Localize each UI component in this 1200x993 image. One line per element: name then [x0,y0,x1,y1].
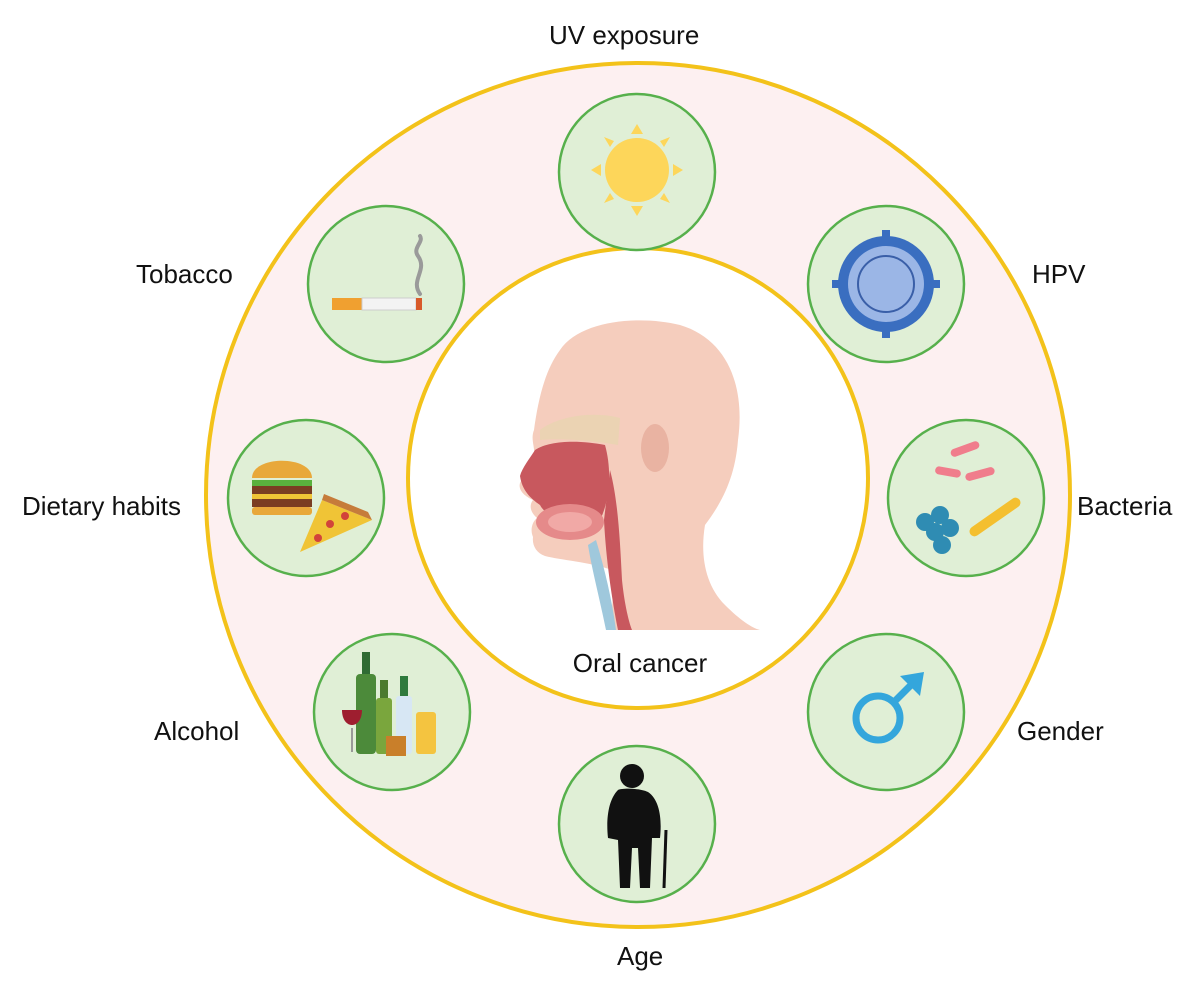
factor-circle-uv [557,92,717,252]
elderly-person-icon [607,764,668,889]
virus-icon [832,230,940,338]
factor-circle-tobacco [306,204,466,364]
label-uv-exposure: UV exposure [549,20,700,50]
label-gender: Gender [1017,716,1104,746]
burger-pizza-icon [252,460,372,552]
label-bacteria: Bacteria [1077,491,1173,521]
factor-circle-gender [806,632,966,792]
head-anatomy-icon [519,320,760,630]
factor-circle-age [557,744,717,904]
label-age: Age [617,941,664,971]
label-tobacco: Tobacco [136,259,233,289]
factor-circle-bacteria [886,418,1046,578]
male-symbol-icon [852,672,924,744]
bacteria-icon [916,441,1021,554]
cigarette-icon [332,234,424,311]
label-alcohol: Alcohol [154,716,240,746]
factor-circle-diet [226,418,386,578]
center-label: Oral cancer [573,648,708,678]
factor-circle-hpv [806,204,966,364]
label-hpv: HPV [1032,259,1086,289]
alcohol-bottles-icon [342,652,436,756]
factor-circle-alcohol [312,632,472,792]
label-dietary-habits: Dietary habits [22,491,181,521]
sun-icon [591,124,683,216]
